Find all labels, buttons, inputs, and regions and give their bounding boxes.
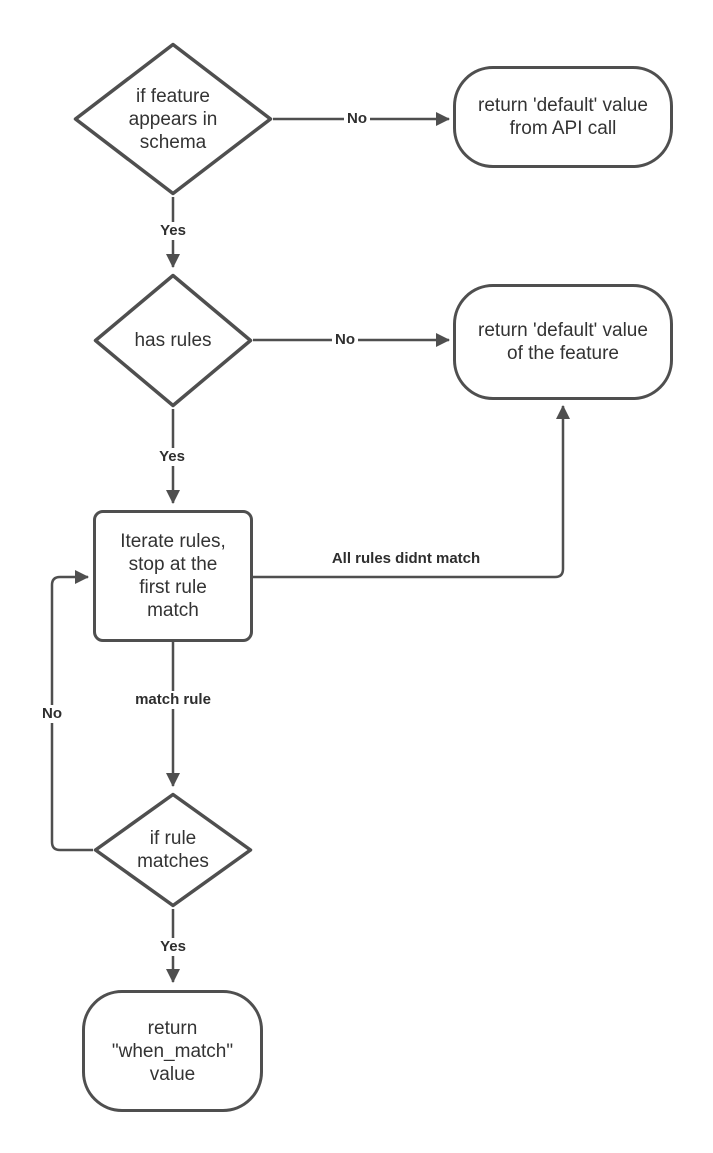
edge-label-no-api: No — [344, 110, 370, 128]
diamond-shape — [93, 273, 253, 408]
node-label: if rule matches — [137, 828, 209, 872]
decision-has-rules: has rules — [93, 273, 253, 408]
node-label: return 'default' value of the feature — [478, 320, 648, 364]
edge-all-rules-didnt-match — [253, 405, 570, 579]
edge-label-match-rule: match rule — [132, 691, 214, 709]
decision-if-rule-matches: if rule matches — [93, 792, 253, 908]
node-label: has rules — [134, 330, 212, 351]
edge-label-yes-when-match: Yes — [157, 938, 189, 956]
node-label: if feature appears in schema — [128, 85, 218, 153]
edge-label-yes-has-rules: Yes — [157, 222, 189, 240]
process-iterate-rules: Iterate rules, stop at the first rule ma… — [93, 510, 253, 642]
decision-feature-in-schema: if feature appears in schema — [73, 42, 273, 196]
edge-label-no-loop: No — [39, 705, 65, 723]
diamond-shape — [73, 42, 273, 196]
terminal-return-default-api: return 'default' value from API call — [453, 66, 673, 168]
edge-label-all-rules-didnt-match: All rules didnt match — [328, 550, 484, 568]
diamond-shape — [93, 792, 253, 908]
node-label: return "when_match" value — [111, 1017, 234, 1085]
node-label: return 'default' value from API call — [478, 95, 648, 139]
terminal-return-default-feature: return 'default' value of the feature — [453, 284, 673, 400]
edge-label-yes-iterate: Yes — [156, 448, 188, 466]
terminal-return-when-match: return "when_match" value — [82, 990, 263, 1112]
node-label: Iterate rules, stop at the first rule ma… — [120, 531, 226, 621]
edge-label-no-feature-default: No — [332, 331, 358, 349]
